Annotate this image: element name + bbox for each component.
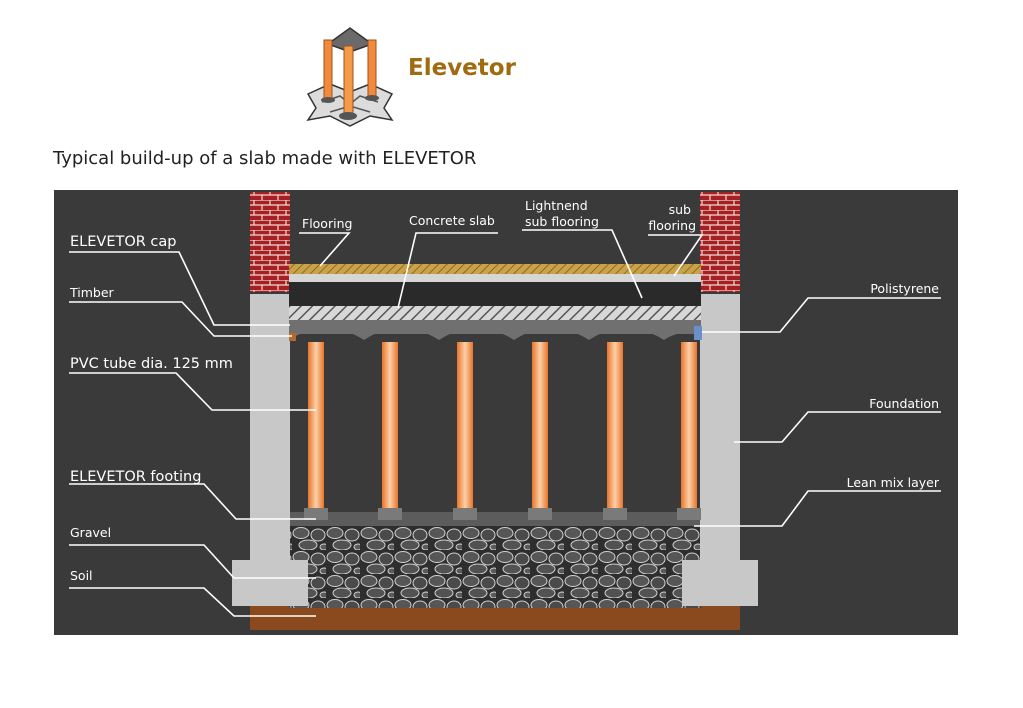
lightened-sub-flooring-layer <box>289 282 701 306</box>
timber-piece <box>289 333 296 341</box>
label-foundation: Foundation <box>869 396 939 411</box>
label-gravel: Gravel <box>70 525 111 540</box>
pvc-tube <box>453 342 477 520</box>
polistyrene-piece <box>694 326 702 340</box>
foundation-right <box>682 294 758 606</box>
brick-wall-right <box>700 192 740 292</box>
pvc-tube <box>304 342 328 520</box>
label-soil: Soil <box>70 568 93 583</box>
diagram-caption: Typical build-up of a slab made with ELE… <box>53 148 477 169</box>
label-concrete-slab: Concrete slab <box>409 213 495 228</box>
soil-layer <box>250 606 740 630</box>
brick-wall-left <box>250 192 290 292</box>
flooring-layer <box>289 264 701 274</box>
label-sub-flooring-line2: flooring <box>648 218 696 233</box>
leader-lines <box>69 229 941 617</box>
elevetor-product-icon <box>306 27 394 127</box>
elevetor-cap-row <box>289 320 701 340</box>
brand-title: Elevetor <box>408 55 516 81</box>
lean-mix-layer <box>289 512 701 526</box>
gravel-layer <box>289 526 701 608</box>
label-lean-mix-layer: Lean mix layer <box>847 475 940 490</box>
label-lightened-sub-flooring-line1: Lightnend <box>525 198 588 213</box>
label-flooring: Flooring <box>302 216 352 231</box>
pvc-tube <box>528 342 552 520</box>
label-elevetor-cap: ELEVETOR cap <box>70 234 177 250</box>
label-elevetor-footing: ELEVETOR footing <box>70 469 201 485</box>
pvc-tube <box>603 342 627 520</box>
label-timber: Timber <box>69 285 115 300</box>
slab-buildup-diagram: ELEVETOR cap Timber PVC tube dia. 125 mm… <box>54 190 958 635</box>
label-polistyrene: Polistyrene <box>870 281 939 296</box>
pvc-tube <box>378 342 402 520</box>
label-lightened-sub-flooring-line2: sub flooring <box>525 214 599 229</box>
foundation-left <box>232 294 308 606</box>
pvc-tube <box>677 342 701 520</box>
sub-flooring-layer <box>289 274 701 282</box>
label-sub-flooring-line1: sub <box>669 202 691 217</box>
concrete-slab-layer <box>289 306 701 320</box>
label-pvc-tube: PVC tube dia. 125 mm <box>70 356 233 372</box>
